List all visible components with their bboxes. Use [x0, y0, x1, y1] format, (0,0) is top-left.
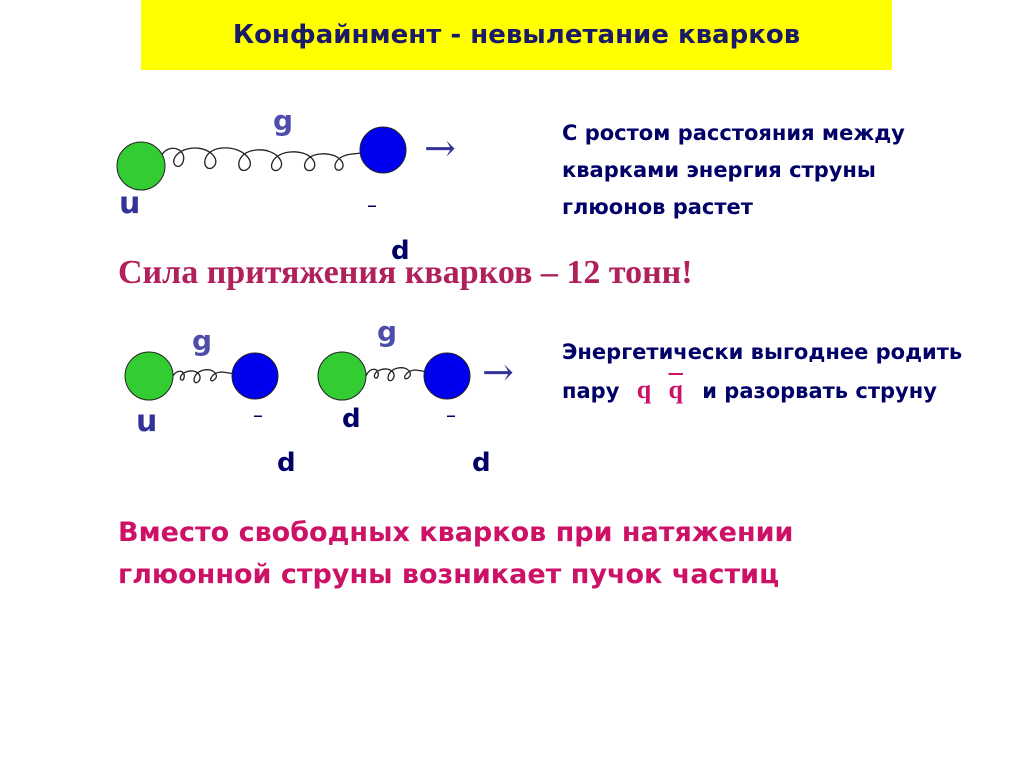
- antiquark-d-label-3: d: [472, 448, 491, 478]
- quark-u-ball-2: [124, 351, 174, 401]
- gluon-label-2: g: [192, 324, 213, 357]
- antiquark-d-label: d: [391, 236, 410, 266]
- page-title: Конфайнмент - невылетание кварков: [232, 20, 801, 50]
- gluon-string-short-2: [365, 367, 429, 382]
- conclusion-line-2: глюонной струны возникает пучок частиц: [118, 559, 780, 590]
- gluon-label-1: g: [273, 104, 294, 137]
- conclusion-text: Вместо свободных кварков при натяжении г…: [118, 512, 793, 596]
- description-2-pre: пару: [562, 379, 620, 403]
- antiquark-bar-1: _: [368, 188, 376, 207]
- quark-d-label: d: [342, 404, 361, 434]
- description-2: Энергетически выгоднее родить пару q q и…: [562, 334, 1020, 410]
- description-1-line-2: кварками энергия струны: [562, 158, 876, 182]
- gluon-string-short-1: [171, 369, 237, 384]
- antiquark-d-label-2: d: [277, 448, 296, 478]
- description-1-line-3: глюонов растет: [562, 195, 753, 219]
- arrow-right-icon-1: →: [424, 126, 456, 170]
- description-2-line-2: пару q q и разорвать струну: [562, 371, 1020, 410]
- conclusion-line-1: Вместо свободных кварков при натяжении: [118, 517, 794, 548]
- force-statement: Сила притяжения кварков – 12 тонн!: [118, 254, 693, 291]
- quark-u-label: u: [119, 186, 141, 221]
- arrow-right-icon-2: →: [482, 350, 514, 394]
- antiquark-bar-2: _: [254, 398, 262, 417]
- description-1-line-1: С ростом расстояния между: [562, 121, 905, 145]
- quark-symbol-q: q: [636, 375, 652, 404]
- antiquark-symbol-qbar: q: [668, 375, 683, 404]
- gluon-string-long: [159, 147, 363, 172]
- description-2-line-1: Энергетически выгоднее родить: [562, 340, 963, 364]
- gluon-label-3: g: [377, 315, 398, 348]
- antiquark-d-ball-2: [231, 352, 279, 400]
- description-2-post: и разорвать струну: [702, 379, 937, 403]
- antiquark-d-ball: [359, 126, 407, 174]
- title-banner: Конфайнмент - невылетание кварков: [141, 0, 892, 70]
- quark-u-ball: [116, 141, 166, 191]
- antiquark-bar-3: _: [447, 398, 455, 417]
- antiquark-d-ball-3: [423, 352, 471, 400]
- quark-u-label-2: u: [136, 404, 158, 439]
- quark-d-ball: [317, 351, 367, 401]
- description-1: С ростом расстояния между кварками энерг…: [562, 115, 905, 226]
